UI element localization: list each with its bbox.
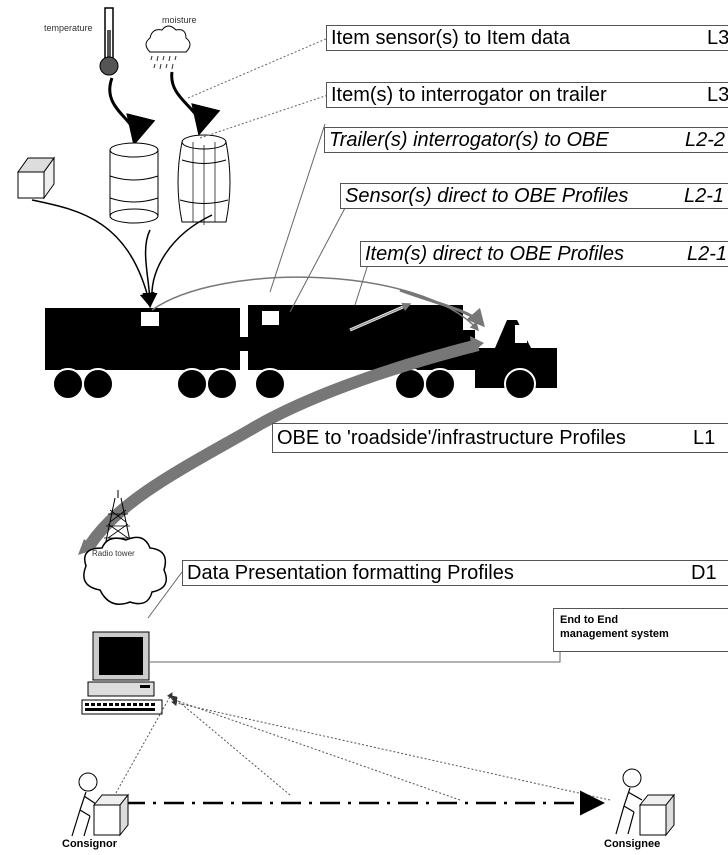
moisture-caption: moisture	[162, 15, 197, 25]
barrel-icon	[177, 134, 231, 225]
trailer2-interrogator-box	[262, 311, 279, 325]
label-data-presentation: Data Presentation formatting Profiles D1	[182, 560, 728, 586]
label-obe-roadside: OBE to 'roadside'/infrastructure Profile…	[272, 423, 728, 453]
label-code: L1	[693, 427, 716, 449]
label-text: Item(s) to interrogator on trailer	[331, 84, 607, 106]
label-text: Item sensor(s) to Item data	[331, 27, 570, 49]
label-text: Trailer(s) interrogator(s) to OBE	[329, 129, 609, 151]
consignee-caption: Consignee	[604, 838, 661, 850]
temperature-caption: temperature	[44, 23, 93, 33]
label-code: L2-2	[685, 129, 726, 151]
consignor-caption: Consignor	[62, 838, 117, 850]
truck-icon	[45, 305, 557, 400]
label-code: L3	[707, 84, 728, 106]
label-trailer-obe: Trailer(s) interrogator(s) to OBE L2-2	[324, 127, 728, 153]
package-box-icon	[17, 156, 55, 200]
label-code: L3	[707, 27, 728, 49]
label-sensor-direct: Sensor(s) direct to OBE Profiles L2-1	[340, 183, 728, 209]
computer-icon	[81, 631, 163, 715]
trailer-interrogator-box	[141, 312, 159, 326]
end-to-end-line2: management system	[560, 628, 669, 640]
end-to-end-label: End to End management system	[553, 608, 728, 652]
label-item-direct: Item(s) direct to OBE Profiles L2-1	[360, 241, 728, 267]
network-cloud-icon	[83, 536, 167, 605]
label-text: Data Presentation formatting Profiles	[187, 562, 514, 584]
consignee-person-icon	[615, 768, 676, 837]
radio-tower-caption: Radio tower	[92, 549, 135, 558]
label-text: Sensor(s) direct to OBE Profiles	[345, 185, 629, 207]
label-text: Item(s) direct to OBE Profiles	[365, 243, 624, 265]
label-code: D1	[691, 562, 717, 584]
label-code: L2-1	[684, 185, 725, 207]
label-item-interrogator: Item(s) to interrogator on trailer L3	[326, 82, 728, 108]
thermometer-icon	[99, 7, 119, 76]
consignor-person-icon	[71, 772, 130, 837]
label-item-sensor: Item sensor(s) to Item data L3	[326, 25, 728, 51]
cylinder-container-icon	[109, 142, 159, 224]
end-to-end-line1: End to End	[560, 614, 619, 626]
label-text: OBE to 'roadside'/infrastructure Profile…	[277, 427, 626, 449]
rain-cloud-icon	[145, 25, 191, 70]
label-code: L2-1	[687, 243, 728, 265]
